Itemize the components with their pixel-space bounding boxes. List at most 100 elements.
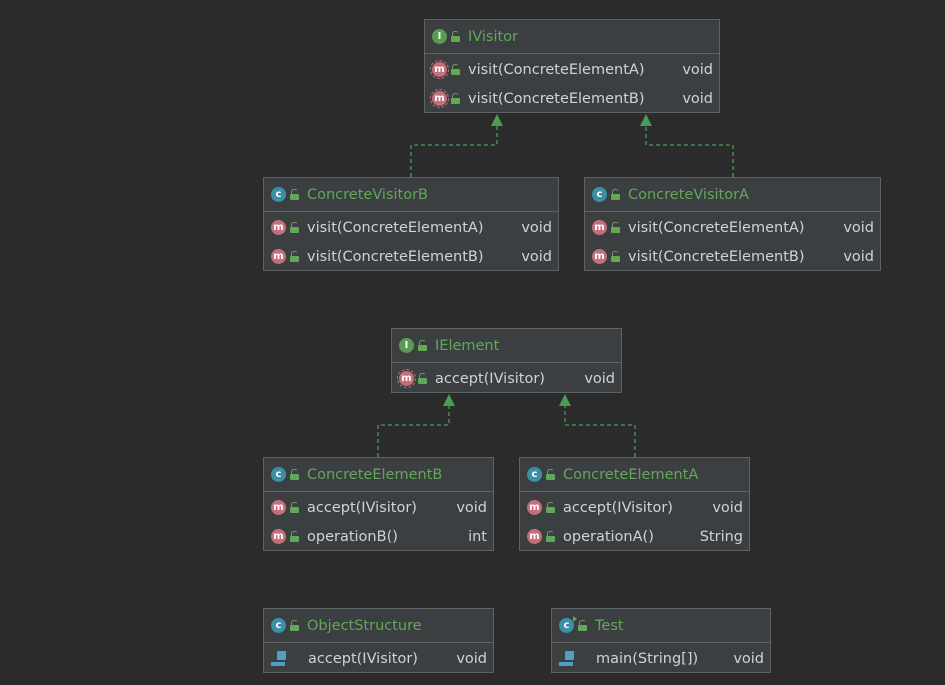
method-icon: m bbox=[527, 500, 542, 515]
public-visibility-icon bbox=[611, 222, 620, 233]
member-row[interactable]: m visit(ConcreteElementA) void bbox=[264, 213, 558, 242]
interface-icon: I bbox=[399, 338, 414, 353]
member-row[interactable]: m operationB() int bbox=[264, 522, 493, 551]
static-method-icon bbox=[559, 651, 575, 666]
member-signature: visit(ConcreteElementA) bbox=[628, 219, 805, 236]
public-visibility-icon bbox=[290, 531, 299, 542]
node-header: c ObjectStructure bbox=[264, 609, 493, 643]
method-icon: m bbox=[271, 249, 286, 264]
node-title: ConcreteElementB bbox=[307, 466, 443, 483]
class-icon: c bbox=[271, 618, 286, 633]
abstract-method-icon: m bbox=[397, 369, 416, 388]
member-signature: accept(IVisitor) bbox=[435, 370, 545, 387]
realization-edge-concrete-visitor-a[interactable] bbox=[645, 125, 734, 177]
member-row[interactable]: m visit(ConcreteElementB) void bbox=[585, 242, 880, 271]
method-icon: m bbox=[271, 529, 286, 544]
public-visibility-icon bbox=[451, 31, 460, 42]
member-return-type: int bbox=[468, 528, 487, 545]
member-list: m visit(ConcreteElementA) void m visit(Concr… bbox=[585, 212, 880, 271]
member-signature: operationA() bbox=[563, 528, 654, 545]
realization-arrowhead bbox=[640, 114, 652, 126]
method-icon: m bbox=[592, 249, 607, 264]
uml-node-object-structure[interactable]: c ObjectStructure accept(IVisitor)void bbox=[263, 608, 494, 673]
member-signature: accept(IVisitor) bbox=[307, 499, 417, 516]
member-row[interactable]: m accept(IVisitor) void bbox=[264, 493, 493, 522]
public-visibility-icon bbox=[578, 620, 587, 631]
public-visibility-icon bbox=[290, 469, 299, 480]
public-visibility-icon bbox=[546, 502, 555, 513]
realization-arrowhead bbox=[491, 114, 503, 126]
realization-edge-concrete-element-b[interactable] bbox=[377, 405, 450, 457]
member-return-type: void bbox=[843, 219, 874, 236]
realization-edge-concrete-visitor-b[interactable] bbox=[410, 125, 498, 177]
member-return-type: void bbox=[456, 499, 487, 516]
class-icon: c bbox=[271, 187, 286, 202]
uml-node-concrete-visitor-a[interactable]: c ConcreteVisitorA m visit(ConcreteElementA… bbox=[584, 177, 881, 271]
method-icon: m bbox=[271, 220, 286, 235]
public-visibility-icon bbox=[611, 251, 620, 262]
member-row[interactable]: m visit(ConcreteElementB) void bbox=[264, 242, 558, 271]
member-list: main(String[]) void bbox=[552, 643, 770, 673]
member-list: m visit(ConcreteElementA) void m visit(Concr… bbox=[264, 212, 558, 271]
node-title: ObjectStructure bbox=[307, 617, 422, 634]
member-signature: visit(ConcreteElementB) bbox=[307, 248, 484, 265]
runnable-class-icon: c bbox=[559, 616, 577, 633]
public-visibility-icon bbox=[290, 620, 299, 631]
member-return-type: void bbox=[682, 61, 713, 78]
member-return-type: String bbox=[699, 528, 743, 545]
public-visibility-icon bbox=[546, 531, 555, 542]
realization-edge-concrete-element-a[interactable] bbox=[564, 405, 636, 457]
member-row[interactable]: m visit(ConcreteElementA) void bbox=[585, 213, 880, 242]
member-row[interactable]: m accept(IVisitor) void bbox=[392, 364, 621, 393]
public-visibility-icon bbox=[290, 502, 299, 513]
member-return-type: void bbox=[682, 90, 713, 107]
member-row[interactable]: m visit(ConcreteElementA) void bbox=[425, 55, 719, 84]
member-return-type: void bbox=[733, 650, 764, 667]
member-signature: accept(IVisitor) bbox=[563, 499, 673, 516]
member-row[interactable]: m operationA() String bbox=[520, 522, 749, 551]
static-method-icon bbox=[271, 651, 287, 666]
class-icon: c bbox=[592, 187, 607, 202]
public-visibility-icon bbox=[451, 64, 460, 75]
node-title: ConcreteElementA bbox=[563, 466, 699, 483]
class-icon: c bbox=[527, 467, 542, 482]
realization-arrowhead bbox=[443, 394, 455, 406]
member-row[interactable]: main(String[]) void bbox=[552, 644, 770, 673]
member-return-type: void bbox=[521, 248, 552, 265]
member-row[interactable]: accept(IVisitor)void bbox=[264, 644, 493, 673]
member-signature: visit(ConcreteElementB) bbox=[628, 248, 805, 265]
member-signature: operationB() bbox=[307, 528, 398, 545]
member-signature: main(String[]) bbox=[596, 650, 699, 667]
method-icon: m bbox=[592, 220, 607, 235]
member-signature: visit(ConcreteElementA) bbox=[307, 219, 484, 236]
node-title: ConcreteVisitorA bbox=[628, 186, 749, 203]
member-return-type: void bbox=[584, 370, 615, 387]
node-title: Test bbox=[595, 617, 624, 634]
member-list: m accept(IVisitor) void bbox=[392, 363, 621, 393]
member-return-type: void bbox=[521, 219, 552, 236]
public-visibility-icon bbox=[290, 251, 299, 262]
member-return-type: void bbox=[456, 650, 487, 667]
uml-node-test[interactable]: c Test main(String[]) void bbox=[551, 608, 771, 673]
abstract-method-icon: m bbox=[430, 60, 449, 79]
method-icon: m bbox=[527, 529, 542, 544]
public-visibility-icon bbox=[546, 469, 555, 480]
member-signature: visit(ConcreteElementA) bbox=[468, 61, 645, 78]
interface-icon: I bbox=[432, 29, 447, 44]
member-return-type: void bbox=[843, 248, 874, 265]
method-icon: m bbox=[271, 500, 286, 515]
member-list: accept(IVisitor)void bbox=[264, 643, 493, 673]
node-header: c ConcreteElementA bbox=[520, 458, 749, 492]
